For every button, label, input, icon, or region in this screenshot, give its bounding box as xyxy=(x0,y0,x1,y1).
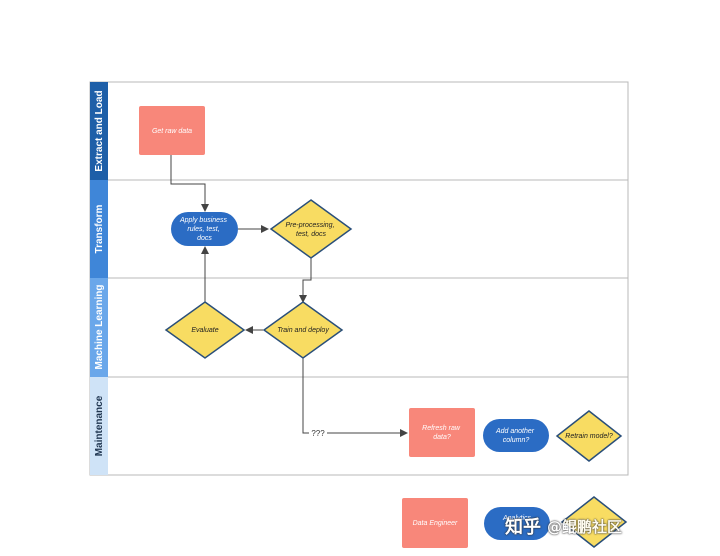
lane-label-extract-load: Extract and Load xyxy=(94,90,105,171)
legend-analyst xyxy=(484,507,550,540)
node-retrain-model-label: Retrain model? xyxy=(565,433,613,440)
node-apply-business-rules xyxy=(171,212,238,246)
watermark-logo: 知乎 xyxy=(505,517,541,538)
node-get-raw-data xyxy=(139,106,205,155)
node-evaluate xyxy=(164,301,246,359)
lane-header-transform xyxy=(90,180,108,278)
connector-preprocessing-to-train xyxy=(299,257,312,303)
edge-label-bg xyxy=(309,427,327,438)
lane-label-transform: Transform xyxy=(94,204,105,253)
legend-analyst-label: Analytics xyxy=(502,515,532,522)
connector-train-to-refresh xyxy=(302,358,408,437)
watermark: 知乎 @鲲鹏社区 xyxy=(505,512,622,540)
lane-label-machine-learning: Machine Learning xyxy=(94,284,105,369)
node-preprocessing-label: Pre-processing, test, docs xyxy=(286,222,337,238)
connector-raw-to-rules xyxy=(170,155,209,212)
watermark-text: @鲲鹏社区 xyxy=(547,517,623,536)
legend-diamond xyxy=(560,496,628,548)
legend-data-engineer xyxy=(402,498,468,548)
legend-data-engineer-label: Data Engineer xyxy=(413,520,458,527)
lane-header-maintenance xyxy=(90,377,108,475)
edge-label: ??? xyxy=(311,429,325,438)
node-preprocessing xyxy=(269,199,353,259)
node-apply-business-rules-label: Apply business rules, test, docs xyxy=(179,217,229,242)
node-refresh-raw-data xyxy=(409,408,475,457)
node-evaluate-label: Evaluate xyxy=(191,327,218,334)
lane-label-maintenance: Maintenance xyxy=(94,395,105,456)
node-get-raw-data-label: Get raw data xyxy=(152,128,192,135)
lane-header-machine-learning xyxy=(90,278,108,377)
node-train-and-deploy xyxy=(262,301,344,359)
lane-header-extract-load xyxy=(90,82,108,180)
node-retrain-model xyxy=(555,410,623,462)
node-add-another-column-label: Add another column? xyxy=(495,428,536,444)
node-refresh-raw-data-label: Refresh raw data? xyxy=(422,425,462,441)
node-train-and-deploy-label: Train and deploy xyxy=(277,327,329,334)
node-add-another-column xyxy=(483,419,549,452)
